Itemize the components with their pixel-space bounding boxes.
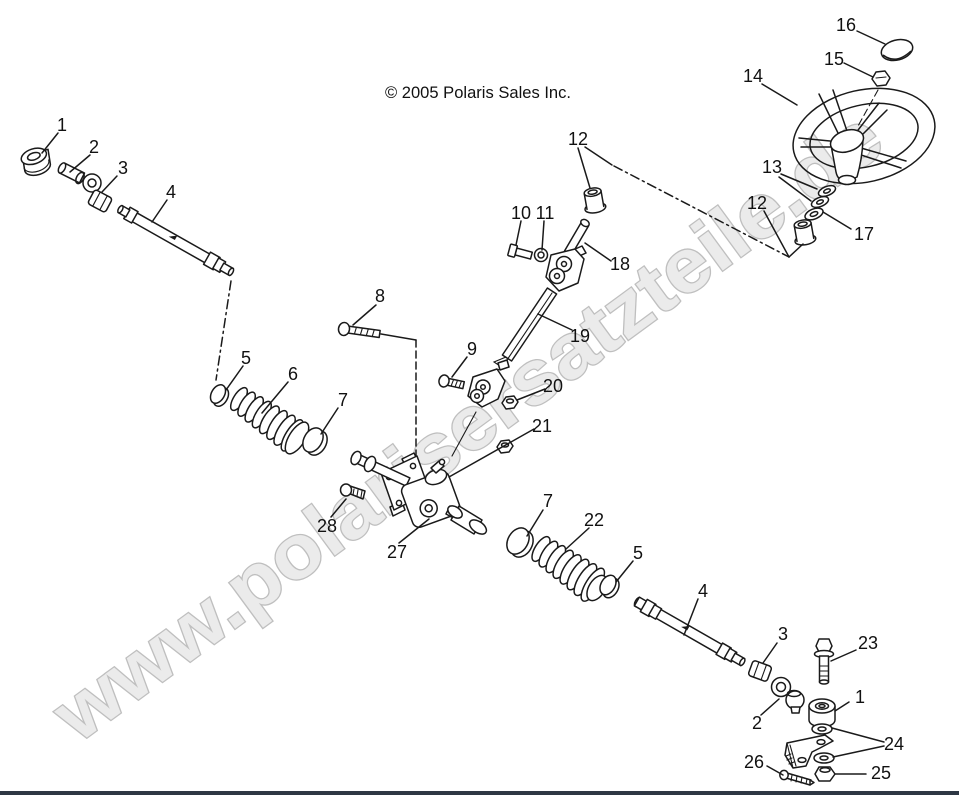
part-label-2: 2 xyxy=(752,713,762,733)
part-label-19: 19 xyxy=(570,326,590,346)
part-bushing-1a xyxy=(20,147,52,177)
part-label-15: 15 xyxy=(824,49,844,69)
part-label-4: 4 xyxy=(698,581,708,601)
copyright-text: © 2005 Polaris Sales Inc. xyxy=(385,84,571,102)
part-label-24: 24 xyxy=(884,734,904,754)
part-nut-15 xyxy=(871,70,891,87)
part-steering-gear-27 xyxy=(350,450,488,535)
part-label-14: 14 xyxy=(743,66,763,86)
part-label-9: 9 xyxy=(467,339,477,359)
part-nut-3a xyxy=(87,189,113,213)
part-label-12: 12 xyxy=(747,193,767,213)
part-bushing-12-left xyxy=(583,187,607,214)
part-nut-25 xyxy=(814,766,836,782)
part-steering-shaft-18-19 xyxy=(451,218,590,457)
part-bushing-12-right xyxy=(793,219,817,246)
part-tie-rod-4a xyxy=(117,204,235,277)
part-label-1: 1 xyxy=(855,687,865,707)
part-label-3: 3 xyxy=(778,624,788,644)
part-label-25: 25 xyxy=(871,763,891,783)
part-label-17: 17 xyxy=(854,224,874,244)
part-bracket xyxy=(784,734,834,769)
part-bellows-6 xyxy=(229,386,310,455)
part-bolt-28 xyxy=(339,483,366,500)
part-washers-13 xyxy=(810,184,837,209)
part-label-22: 22 xyxy=(584,510,604,530)
part-rod-end-2a xyxy=(57,162,102,193)
part-ring-7b xyxy=(506,527,534,558)
part-label-12: 12 xyxy=(568,129,588,149)
part-label-10: 10 xyxy=(511,203,531,223)
part-label-21: 21 xyxy=(532,416,552,436)
part-label-3: 3 xyxy=(118,158,128,178)
part-screw-26 xyxy=(779,769,815,786)
part-bolt-10 xyxy=(507,243,534,260)
part-ring-7a xyxy=(302,427,328,456)
part-bolt-8 xyxy=(337,321,381,339)
part-label-26: 26 xyxy=(744,752,764,772)
part-washer-17 xyxy=(804,207,824,221)
part-rod-end-2b xyxy=(770,676,805,714)
part-label-8: 8 xyxy=(375,286,385,306)
part-bolt-23 xyxy=(813,638,835,685)
part-label-13: 13 xyxy=(762,157,782,177)
part-label-4: 4 xyxy=(166,182,176,202)
leader-lines xyxy=(41,30,886,776)
part-label-23: 23 xyxy=(858,633,878,653)
part-steering-wheel-14 xyxy=(792,87,936,186)
bottom-border xyxy=(0,791,959,795)
part-washer-11 xyxy=(533,247,549,263)
part-label-6: 6 xyxy=(288,364,298,384)
part-label-18: 18 xyxy=(610,254,630,274)
part-ring-5a xyxy=(209,384,230,407)
part-label-16: 16 xyxy=(836,15,856,35)
part-label-5: 5 xyxy=(633,543,643,563)
part-bolt-9 xyxy=(438,374,466,390)
part-label-5: 5 xyxy=(241,348,251,368)
part-bushing-1b xyxy=(808,698,836,728)
part-cap-16 xyxy=(880,38,914,62)
nut-15-locator-line xyxy=(857,89,879,127)
part-washers-24 xyxy=(811,723,835,764)
part-nut-3b xyxy=(747,660,773,682)
part-label-1: 1 xyxy=(57,115,67,135)
part-ring-5b xyxy=(599,574,620,599)
part-label-11: 11 xyxy=(536,203,555,223)
part-nut-20 xyxy=(501,395,519,410)
part-label-28: 28 xyxy=(317,516,337,536)
part-label-2: 2 xyxy=(89,137,99,157)
part-tie-rod-4b xyxy=(633,596,746,667)
part-label-20: 20 xyxy=(543,376,563,396)
part-label-7: 7 xyxy=(543,491,553,511)
bolt-8-locator-line xyxy=(380,333,417,458)
part-bellows-22 xyxy=(531,535,608,602)
part-label-27: 27 xyxy=(387,542,407,562)
part-label-7: 7 xyxy=(338,390,348,410)
